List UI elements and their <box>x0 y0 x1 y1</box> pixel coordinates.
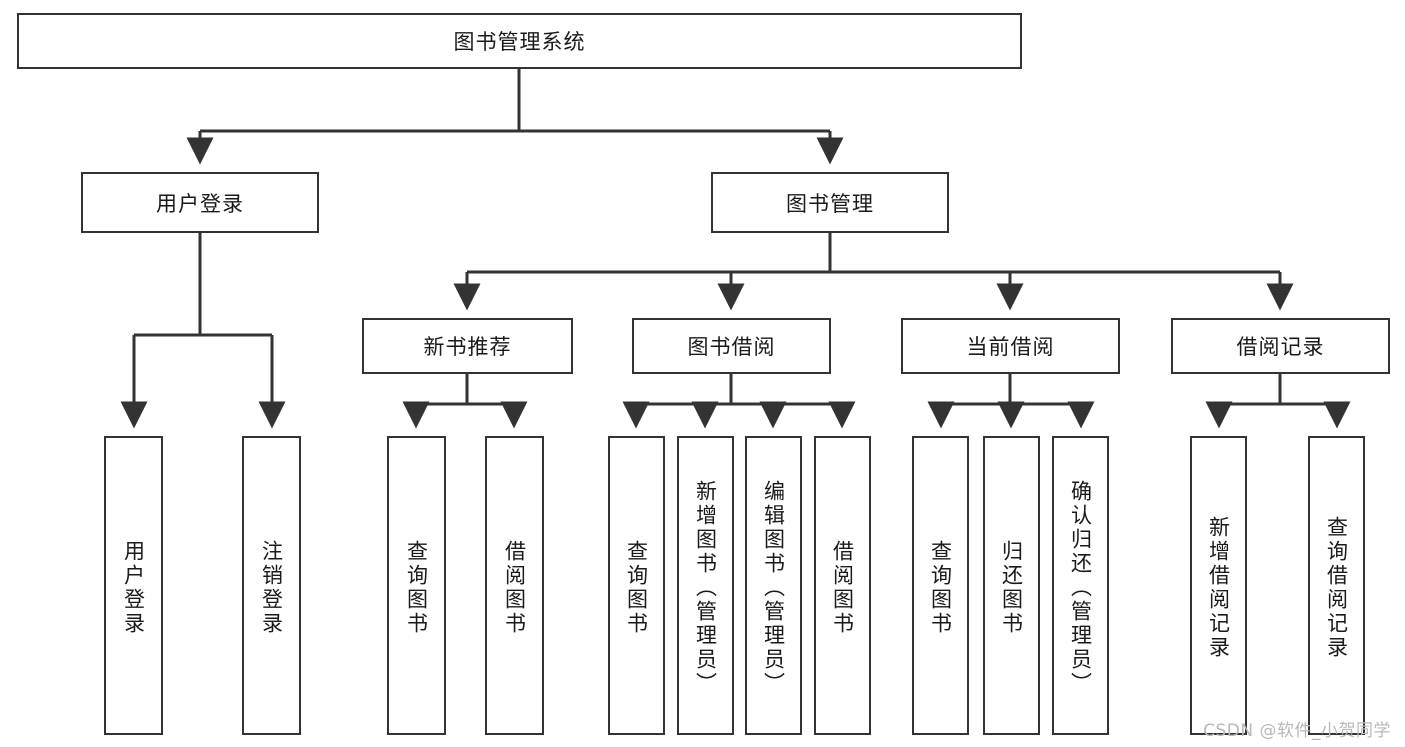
node-leaf-add-book-admin[interactable]: 新增图书（管理员） <box>677 436 734 735</box>
node-new-book-recommend-label: 新书推荐 <box>423 335 512 359</box>
node-leaf-user-logout[interactable]: 注销登录 <box>242 436 301 735</box>
node-book-borrow-label: 图书借阅 <box>687 335 776 359</box>
node-book-manage[interactable]: 图书管理 <box>711 172 949 233</box>
node-leaf-return-book-label: 归还图书 <box>999 539 1024 636</box>
node-leaf-user-login[interactable]: 用户登录 <box>104 436 163 735</box>
node-leaf-borrow-book-rec[interactable]: 借阅图书 <box>485 436 544 735</box>
node-leaf-user-login-label: 用户登录 <box>121 539 146 636</box>
node-book-borrow[interactable]: 图书借阅 <box>632 318 831 374</box>
node-leaf-query-book-cur[interactable]: 查询图书 <box>912 436 969 735</box>
node-leaf-confirm-return-label: 确认归还（管理员） <box>1068 479 1093 696</box>
node-leaf-return-book[interactable]: 归还图书 <box>983 436 1040 735</box>
node-leaf-query-book-bor-label: 查询图书 <box>624 539 649 636</box>
node-leaf-edit-book-admin[interactable]: 编辑图书（管理员） <box>745 436 802 735</box>
csdn-watermark: CSDN @软件_小贺同学 <box>1203 721 1391 741</box>
node-user-login[interactable]: 用户登录 <box>81 172 319 233</box>
node-new-book-recommend[interactable]: 新书推荐 <box>362 318 573 374</box>
node-leaf-add-borrow-record-label: 新增借阅记录 <box>1206 515 1231 660</box>
node-leaf-query-book-rec[interactable]: 查询图书 <box>387 436 446 735</box>
node-leaf-query-borrow-record[interactable]: 查询借阅记录 <box>1308 436 1365 735</box>
node-leaf-borrow-book-bor[interactable]: 借阅图书 <box>814 436 871 735</box>
node-leaf-user-logout-label: 注销登录 <box>259 539 284 636</box>
node-borrow-record[interactable]: 借阅记录 <box>1171 318 1390 374</box>
node-current-borrow[interactable]: 当前借阅 <box>901 318 1120 374</box>
node-leaf-add-book-admin-label: 新增图书（管理员） <box>693 479 718 696</box>
node-leaf-borrow-book-bor-label: 借阅图书 <box>830 539 855 636</box>
node-leaf-query-book-rec-label: 查询图书 <box>404 539 429 636</box>
node-root-label: 图书管理系统 <box>453 30 586 54</box>
node-book-manage-label: 图书管理 <box>786 191 874 216</box>
node-leaf-confirm-return[interactable]: 确认归还（管理员） <box>1052 436 1109 735</box>
node-leaf-query-book-cur-label: 查询图书 <box>928 539 953 636</box>
node-leaf-borrow-book-rec-label: 借阅图书 <box>502 539 527 636</box>
node-borrow-record-label: 借阅记录 <box>1236 335 1325 359</box>
node-leaf-query-book-bor[interactable]: 查询图书 <box>608 436 665 735</box>
node-root[interactable]: 图书管理系统 <box>17 13 1022 69</box>
node-leaf-query-borrow-record-label: 查询借阅记录 <box>1324 515 1349 660</box>
node-user-login-label: 用户登录 <box>156 191 244 216</box>
node-leaf-edit-book-admin-label: 编辑图书（管理员） <box>761 479 786 696</box>
node-leaf-add-borrow-record[interactable]: 新增借阅记录 <box>1190 436 1247 735</box>
node-current-borrow-label: 当前借阅 <box>966 335 1055 359</box>
